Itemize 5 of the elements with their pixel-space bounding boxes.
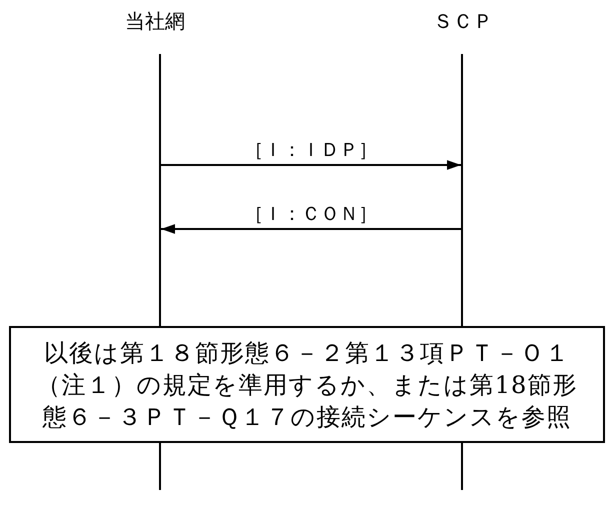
message-arrow <box>161 160 461 170</box>
lifeline-header: 当社網 <box>125 8 185 35</box>
note-box: 以後は第１８節形態６－２第１３項ＰＴ－Ｏ１（注１）の規定を準用するか、または第18節形態６－３ＰＴ－Ｑ１７の接続シーケンスを参照 <box>9 326 605 443</box>
message-arrow <box>161 224 461 234</box>
lifeline-header: ＳＣＰ <box>433 8 493 35</box>
